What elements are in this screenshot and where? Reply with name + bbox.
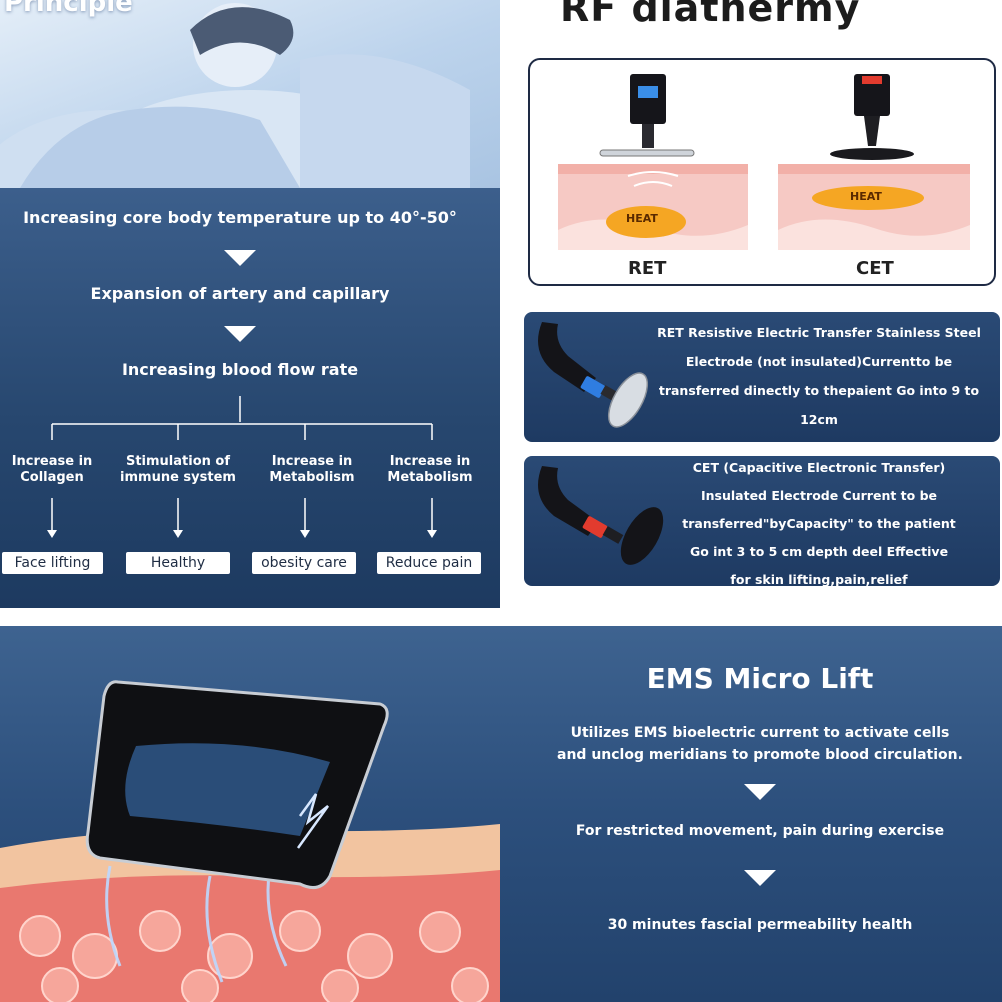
rf-diathermy-title: RF diathermy <box>560 0 861 30</box>
principle-step-expansion: Expansion of artery and capillary <box>90 284 390 303</box>
branch-label: Increase in <box>11 454 93 469</box>
principle-step-temperature: Increasing core body temperature up to 4… <box>23 208 457 227</box>
ret-electrode-image <box>538 322 649 428</box>
woman-relaxing-illustration <box>0 3 470 188</box>
branch-label: immune system <box>120 470 236 485</box>
cet-label: CET <box>856 258 894 279</box>
branch-label: Metabolism <box>269 470 355 485</box>
cet-desc-line: transferred"byCapacity" to the patient <box>682 516 956 531</box>
principle-step-blood-flow: Increasing blood flow rate <box>121 360 359 379</box>
cet-desc-line: Insulated Electrode Current to be <box>700 488 938 503</box>
ret-desc-line: transferred dinectly to thepaient Go int… <box>658 383 980 427</box>
result-face-lifting: Face lifting <box>2 552 103 574</box>
cet-description-text: CET (Capacitive Electronic Transfer) Ins… <box>644 456 994 586</box>
arrow-down-icon <box>744 784 776 800</box>
cet-heat-label: HEAT <box>850 190 882 203</box>
ret-description-text: RET Resistive Electric Transfer Stainles… <box>644 318 994 442</box>
branch-immune: Stimulation of immune system <box>118 454 238 486</box>
branch-label: Increase in <box>389 454 471 469</box>
cet-description-card: CET (Capacitive Electronic Transfer) Ins… <box>524 456 1000 586</box>
branch-collagen: Increase in Collagen <box>0 454 112 486</box>
branch-label: Metabolism <box>387 470 473 485</box>
arrow-down-icon <box>744 870 776 886</box>
principle-panel: Increasing core body temperature up to 4… <box>0 188 500 608</box>
cet-desc-line: for skin lifting,pain,relief <box>730 572 908 586</box>
branch-metabolism-2: Increase in Metabolism <box>370 454 490 486</box>
result-reduce-pain: Reduce pain <box>377 552 481 574</box>
branch-label: Stimulation of <box>125 454 231 469</box>
arrow-down-icon <box>224 250 256 266</box>
branch-connector-lines <box>47 396 437 538</box>
ret-description-card: RET Resistive Electric Transfer Stainles… <box>524 312 1000 442</box>
ret-desc-line: Electrode (not insulated)Currentto be <box>685 354 953 369</box>
arrow-down-icon <box>224 326 256 342</box>
ret-cet-diagram <box>558 74 970 250</box>
hero-image: Principle <box>0 0 500 188</box>
ems-step-fascial-permeability: 30 minutes fascial permeability health <box>607 917 913 933</box>
branch-label: Increase in <box>271 454 353 469</box>
ems-micro-lift-panel: EMS Micro Lift Utilizes EMS bioelectric … <box>0 626 1002 1002</box>
cet-desc-line: Go int 3 to 5 cm depth deel Effective <box>689 544 949 559</box>
result-obesity-care: obesity care <box>252 552 356 574</box>
ems-step-restricted-movement: For restricted movement, pain during exe… <box>575 823 945 839</box>
ret-desc-line: RET Resistive Electric Transfer Stainles… <box>657 325 981 340</box>
principle-heading: Principle <box>4 0 133 18</box>
cet-desc-line: CET (Capacitive Electronic Transfer) <box>692 460 946 475</box>
branch-metabolism: Increase in Metabolism <box>252 454 372 486</box>
result-healthy: Healthy <box>126 552 230 574</box>
cet-electrode-image <box>538 466 664 565</box>
ems-description-line-2: and unclog meridians to promote blood ci… <box>557 747 963 763</box>
ret-heat-label: HEAT <box>626 212 658 225</box>
ret-desc-line: depth deepEffective for the subcutaneous… <box>644 434 994 442</box>
rf-comparison-box: HEAT HEAT RET CET <box>528 58 996 286</box>
branch-label: Collagen <box>20 470 84 485</box>
ems-description-line-1: Utilizes EMS bioelectric current to acti… <box>570 725 950 741</box>
ems-device-skin-illustration <box>0 680 500 1002</box>
ems-title: EMS Micro Lift <box>646 662 874 695</box>
ret-label: RET <box>628 258 667 279</box>
